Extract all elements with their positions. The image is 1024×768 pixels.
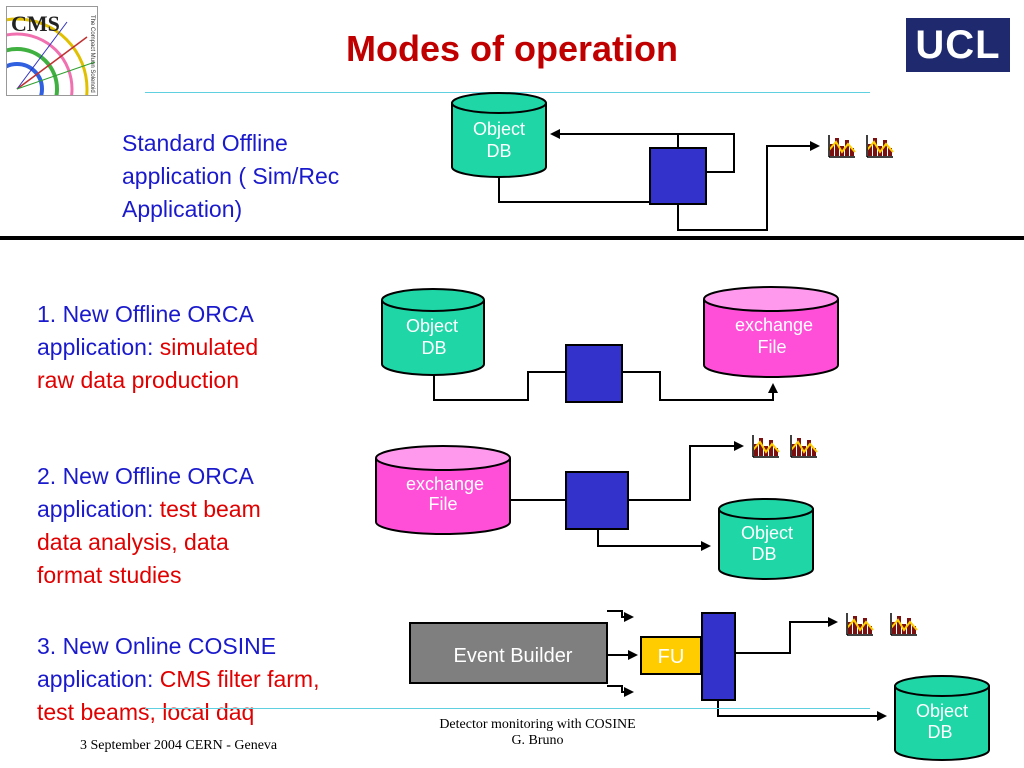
mode3-process-to-db	[717, 700, 887, 721]
mode3-line-1: 3. New Online COSINE	[37, 633, 277, 659]
cms-logo: CMS The Compact Muon Solenoid	[6, 6, 98, 96]
mode3-process-to-histos	[735, 617, 838, 654]
histogram-icon	[789, 433, 819, 459]
event-builder-box	[409, 622, 608, 684]
cms-detector-graphic	[7, 7, 97, 95]
mode1-line-1: 1. New Offline ORCA	[37, 301, 254, 327]
mode1-process-to-file	[622, 371, 778, 401]
ucl-logo: UCL	[906, 18, 1010, 72]
mode2-line-2: application: test beam	[37, 496, 261, 522]
mode1-file-label-2: File	[757, 337, 786, 357]
mode2-process-box	[565, 471, 629, 530]
standard-db-to-process	[498, 177, 650, 203]
mode1-exchange-file: exchange File	[703, 286, 839, 378]
eb-arrow-top	[607, 610, 634, 622]
mode1-db-label-2: DB	[421, 338, 446, 358]
standard-line-3: Application)	[122, 196, 243, 222]
page-title: Modes of operation	[346, 28, 678, 69]
mode1-process-box	[565, 344, 623, 403]
cms-logo-subtitle: The Compact Muon Solenoid	[89, 15, 95, 93]
histogram-icon	[889, 611, 919, 637]
standard-line-2: application ( Sim/Rec	[122, 163, 340, 189]
fu-label: FU	[658, 646, 685, 668]
mode3-db-label-2: DB	[927, 722, 952, 742]
standard-process-to-histos	[677, 141, 820, 231]
mode2-line-4: format studies	[37, 562, 182, 588]
mode2-process-to-db	[597, 529, 711, 551]
mode3-process-box	[701, 612, 736, 701]
section-divider	[0, 236, 1024, 240]
footer-title-line-1: Detector monitoring with COSINE	[439, 717, 636, 732]
mode3-text: 3. New Online COSINE application: CMS fi…	[37, 630, 319, 729]
eb-arrow-bottom	[607, 685, 634, 697]
mode1-line-2: application: simulated	[37, 334, 259, 360]
mode1-file-label-1: exchange	[735, 315, 813, 335]
cms-logo-text: CMS	[11, 11, 60, 36]
fu-box	[640, 636, 702, 675]
standard-mode-text: Standard Offline application ( Sim/Rec A…	[122, 127, 339, 226]
mode1-text: 1. New Offline ORCA application: simulat…	[37, 298, 258, 397]
mode3-line-3: test beams, local daq	[37, 699, 255, 725]
mode3-db-label-1: Object	[916, 701, 968, 721]
mode1-db-to-process	[433, 371, 566, 401]
histogram-icon	[845, 611, 875, 637]
histogram-icon	[751, 433, 781, 459]
footer-date: 3 September 2004 CERN - Geneva	[80, 738, 278, 753]
mode2-process-to-histos	[628, 441, 744, 501]
footer-title: Detector monitoring with COSINE G. Bruno	[405, 717, 670, 749]
mode2-line-3: data analysis, data	[37, 529, 229, 555]
mode3-line-2: application: CMS filter farm,	[37, 666, 320, 692]
mode2-object-db: Object DB	[718, 498, 814, 580]
standard-db-label-1: Object	[473, 119, 525, 139]
mode2-line-1: 2. New Offline ORCA	[37, 463, 254, 489]
standard-line-1: Standard Offline	[122, 130, 288, 156]
mode2-db-label-2: DB	[751, 544, 776, 564]
histogram-icon	[827, 133, 857, 159]
standard-process-to-db	[550, 129, 735, 173]
mode1-object-db: Object DB	[381, 288, 485, 376]
standard-db-label-2: DB	[486, 141, 511, 161]
mode2-file-label-2: File	[428, 494, 457, 514]
standard-process-box	[649, 147, 707, 205]
mode2-db-label-1: Object	[741, 523, 793, 543]
mode2-exchange-file: exchange File	[375, 445, 511, 535]
mode1-line-3: raw data production	[37, 367, 240, 393]
mode2-file-label-1: exchange	[406, 474, 484, 494]
standard-object-db: Object DB	[451, 92, 547, 178]
footer-divider	[145, 708, 870, 709]
footer-author: G. Bruno	[511, 733, 564, 748]
event-builder-label: Event Builder	[454, 645, 573, 667]
mode1-db-label-1: Object	[406, 316, 458, 336]
mode3-object-db: Object DB	[894, 675, 990, 761]
mode2-text: 2. New Offline ORCA application: test be…	[37, 460, 261, 592]
histogram-icon	[865, 133, 895, 159]
